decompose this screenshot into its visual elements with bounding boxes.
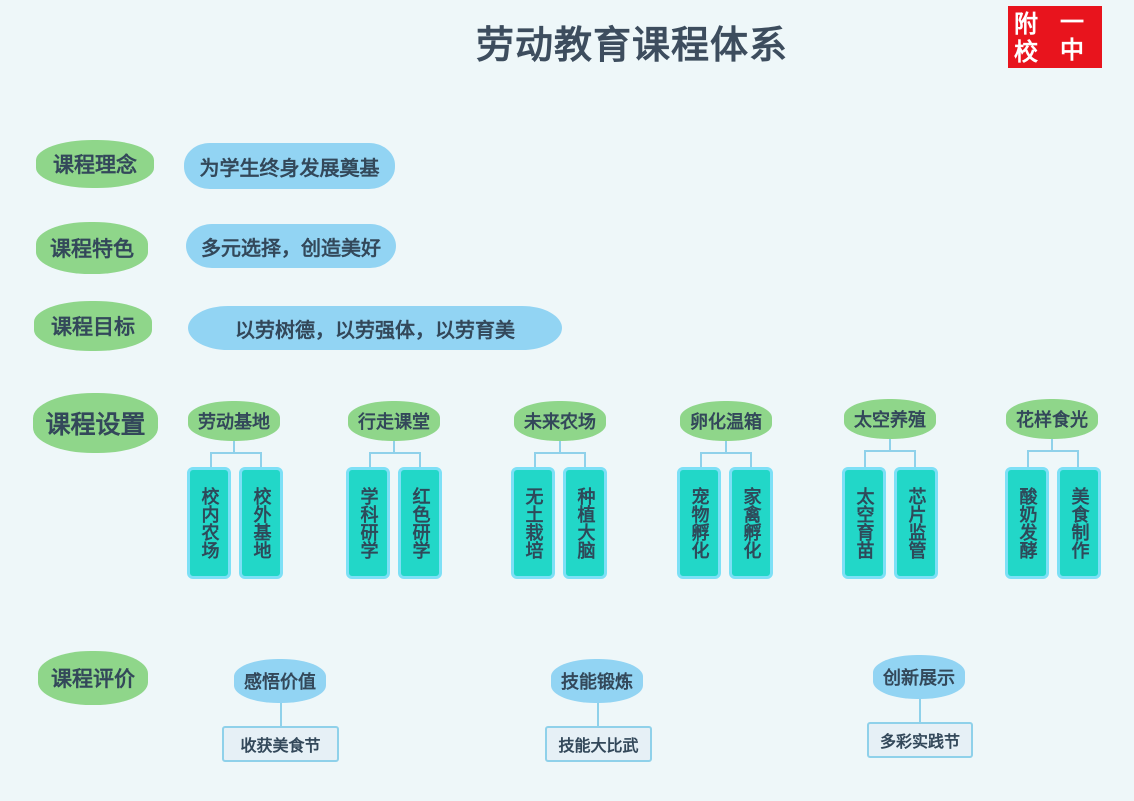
connector	[210, 452, 262, 454]
connector	[725, 441, 727, 453]
connector	[393, 441, 395, 453]
category-walking-class: 行走课堂	[348, 401, 440, 441]
connector	[700, 452, 702, 467]
connector	[889, 439, 891, 451]
connector	[419, 452, 421, 467]
eval-harvest-food-festival: 收获美食节	[222, 726, 339, 762]
connector	[233, 441, 235, 453]
connector	[260, 452, 262, 467]
goal-label: 课程目标	[34, 301, 152, 351]
connector	[1027, 450, 1029, 467]
evaluation-label: 课程评价	[38, 651, 148, 705]
connector	[584, 452, 586, 467]
connector	[369, 452, 421, 454]
connector	[750, 452, 752, 467]
eval-skill-training: 技能锻炼	[551, 659, 643, 703]
leaf-campus-farm: 校内农场	[187, 467, 231, 579]
logo-char-4: 中	[1060, 36, 1084, 64]
leaf-soilless-culture: 无土栽培	[511, 467, 555, 579]
connector	[597, 703, 599, 726]
leaf-subject-study: 学科研学	[346, 467, 390, 579]
category-labor-base: 劳动基地	[188, 401, 280, 441]
connector	[1077, 450, 1079, 467]
connector	[369, 452, 371, 467]
feature-value: 多元选择，创造美好	[186, 224, 396, 268]
school-logo: 附 一 校 中	[1008, 6, 1102, 68]
leaf-space-seedling: 太空育苗	[842, 467, 886, 579]
logo-char-1: 附	[1014, 10, 1038, 38]
leaf-food-making: 美食制作	[1057, 467, 1101, 579]
connector	[700, 452, 752, 454]
eval-practice-festival: 多彩实践节	[867, 722, 973, 758]
page-title: 劳动教育课程体系	[475, 23, 788, 67]
leaf-red-study: 红色研学	[398, 467, 442, 579]
goal-value: 以劳树德，以劳强体，以劳育美	[188, 306, 562, 350]
leaf-chip-monitoring: 芯片监管	[894, 467, 938, 579]
leaf-poultry-hatching: 家禽孵化	[729, 467, 773, 579]
leaf-yogurt-fermentation: 酸奶发酵	[1005, 467, 1049, 579]
leaf-pet-hatching: 宠物孵化	[677, 467, 721, 579]
connector	[534, 452, 536, 467]
connector	[534, 452, 586, 454]
connector	[919, 699, 921, 722]
logo-char-3: 校	[1014, 38, 1038, 66]
connector	[1027, 450, 1079, 452]
connector	[914, 450, 916, 467]
eval-skill-contest: 技能大比武	[545, 726, 652, 762]
eval-innovation-show: 创新展示	[873, 655, 965, 699]
concept-value: 为学生终身发展奠基	[184, 143, 395, 189]
feature-label: 课程特色	[36, 222, 148, 274]
connector	[210, 452, 212, 467]
connector	[864, 450, 866, 467]
category-incubator: 卵化温箱	[680, 401, 772, 441]
settings-label: 课程设置	[33, 393, 158, 453]
connector	[1051, 439, 1053, 451]
category-future-farm: 未来农场	[514, 401, 606, 441]
logo-char-2: 一	[1060, 8, 1084, 36]
category-food-time: 花样食光	[1006, 399, 1098, 439]
connector	[559, 441, 561, 453]
category-space-breeding: 太空养殖	[844, 399, 936, 439]
eval-insight-value: 感悟价值	[234, 659, 326, 703]
connector	[864, 450, 916, 452]
concept-label: 课程理念	[36, 140, 154, 188]
leaf-planting-brain: 种植大脑	[563, 467, 607, 579]
connector	[280, 703, 282, 726]
leaf-offcampus-base: 校外基地	[239, 467, 283, 579]
